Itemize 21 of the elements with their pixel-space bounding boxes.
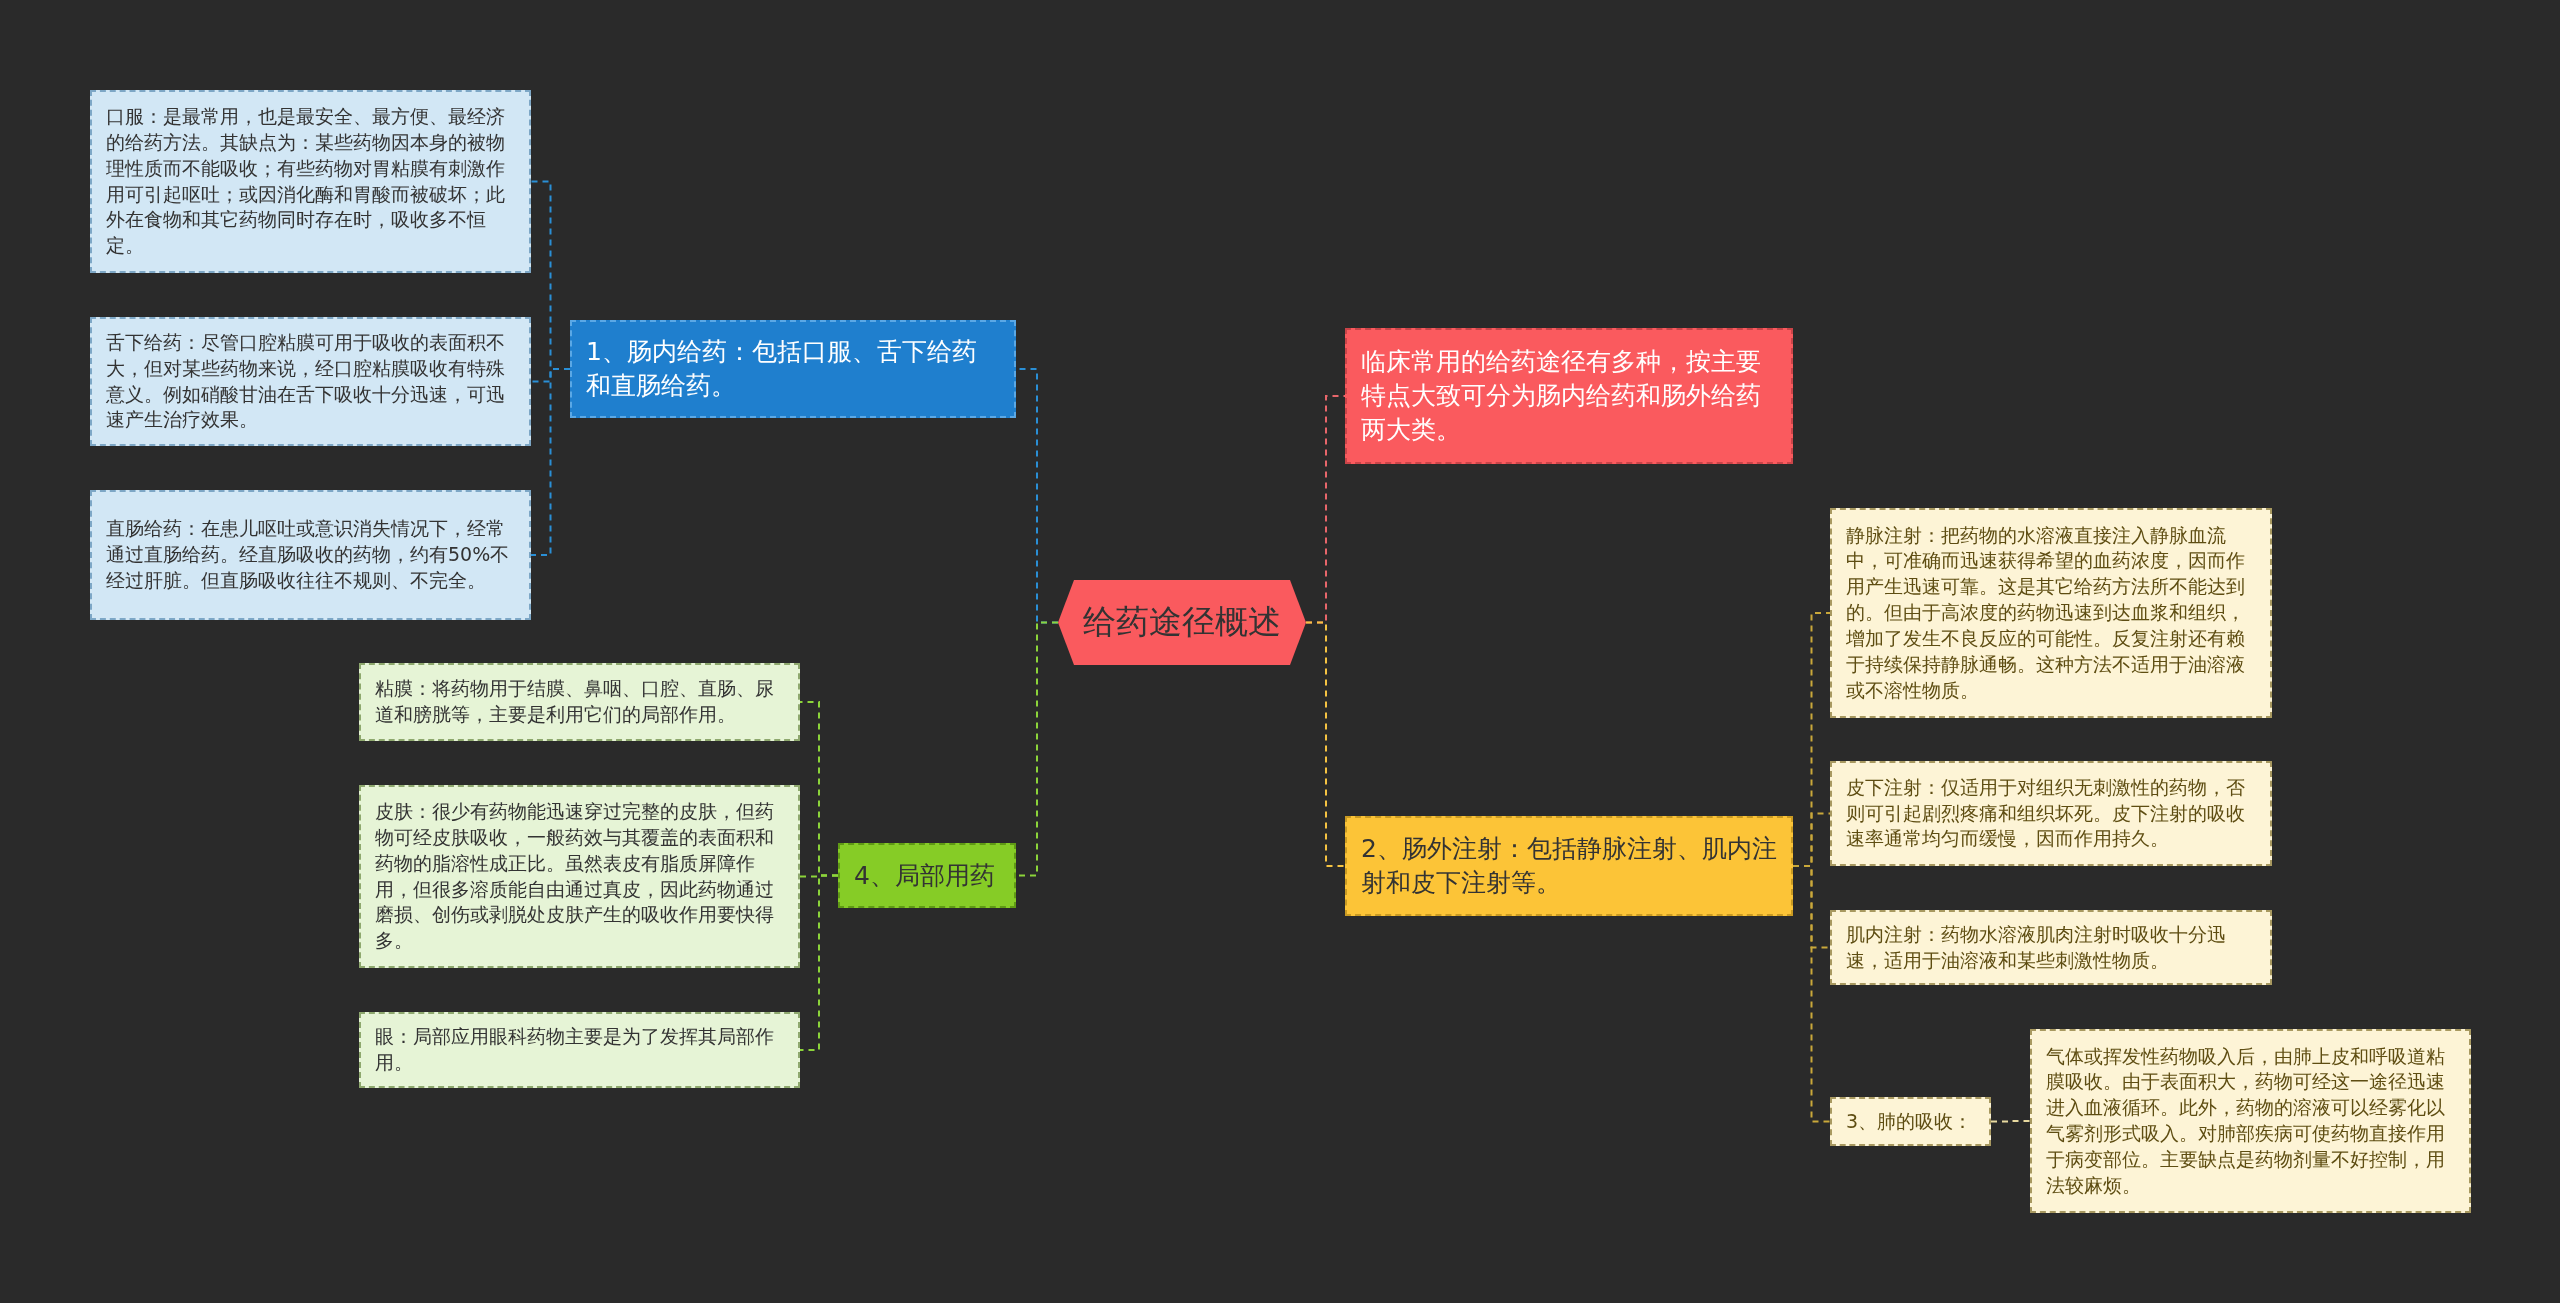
- branch-box: 4、局部用药: [838, 843, 1016, 908]
- note-box: 皮肤：很少有药物能迅速穿过完整的皮肤，但药物可经皮肤吸收，一般药效与其覆盖的表面积和药物的脂溶性成正比。虽然表皮有脂质屏障作用，但很多溶质能自由通过真皮，因此药物通过磨损、创伤或剥脱处皮肤产生的吸收作用要快得多。: [359, 785, 800, 968]
- note-box: 眼：局部应用眼科药物主要是为了发挥其局部作用。: [359, 1012, 800, 1088]
- connector-line: [1792, 865, 1831, 1123]
- note-box: 直肠给药：在患儿呕吐或意识消失情况下，经常通过直肠给药。经直肠吸收的药物，约有50%不经过肝脏。但直肠吸收往往不规则、不完全。: [90, 490, 531, 620]
- note-box: 3、肺的吸收：: [1830, 1097, 1991, 1146]
- branch-box: 2、肠外注射：包括静脉注射、肌内注射和皮下注射等。: [1345, 816, 1793, 916]
- note-box: 皮下注射：仅适用于对组织无刺激性的药物，否则可引起剧烈疼痛和组织坏死。皮下注射的吸收速率通常均匀而缓慢，因而作用持久。: [1830, 761, 2272, 866]
- connector-line: [1990, 1120, 2031, 1123]
- note-box: 气体或挥发性药物吸入后，由肺上皮和呼吸道粘膜吸收。由于表面积大，药物可经这一途径迅速进入血液循环。此外，药物的溶液可以经雾化以气雾剂形式吸入。对肺部疾病可使药物直接作用于病变部位。主要缺点是药物剂量不好控制，用法较麻烦。: [2030, 1029, 2471, 1213]
- note-box: 粘膜：将药物用于结膜、鼻咽、口腔、直肠、尿道和膀胱等，主要是利用它们的局部作用。: [359, 663, 800, 741]
- note-box: 舌下给药：尽管口腔粘膜可用于吸收的表面积不大，但对某些药物来说，经口腔粘膜吸收有特殊意义。例如硝酸甘油在舌下吸收十分迅速，可迅速产生治疗效果。: [90, 317, 531, 446]
- note-box: 肌内注射：药物水溶液肌肉注射时吸收十分迅速，适用于油溶液和某些刺激性物质。: [1830, 910, 2272, 985]
- connector-line: [1305, 621, 1346, 867]
- branch-box: 1、肠内给药：包括口服、舌下给药和直肠给药。: [570, 320, 1016, 418]
- topic-hexagon: 给药途径概述: [1058, 580, 1306, 665]
- note-box: 口服：是最常用，也是最安全、最方便、最经济的给药方法。其缺点为：某些药物因本身的被物理性质而不能吸收；有些药物对胃粘膜有刺激作用可引起呕吐；或因消化酶和胃酸而被破坏；此外在食物和其它药物同时存在时，吸收多不恒定。: [90, 90, 531, 273]
- connector-line: [799, 874, 839, 1051]
- connector-line: [530, 368, 571, 556]
- branch-box: 临床常用的给药途径有多种，按主要特点大致可分为肠内给药和肠外给药两大类。: [1345, 328, 1793, 464]
- note-box: 静脉注射：把药物的水溶液直接注入静脉血流中，可准确而迅速获得希望的血药浓度，因而作用产生迅速可靠。这是其它给药方法所不能达到的。但由于高浓度的药物迅速到达血浆和组织，增加了发生不良反应的可能性。反复注射还有赖于持续保持静脉通畅。这种方法不适用于油溶液或不溶性物质。: [1830, 508, 2272, 718]
